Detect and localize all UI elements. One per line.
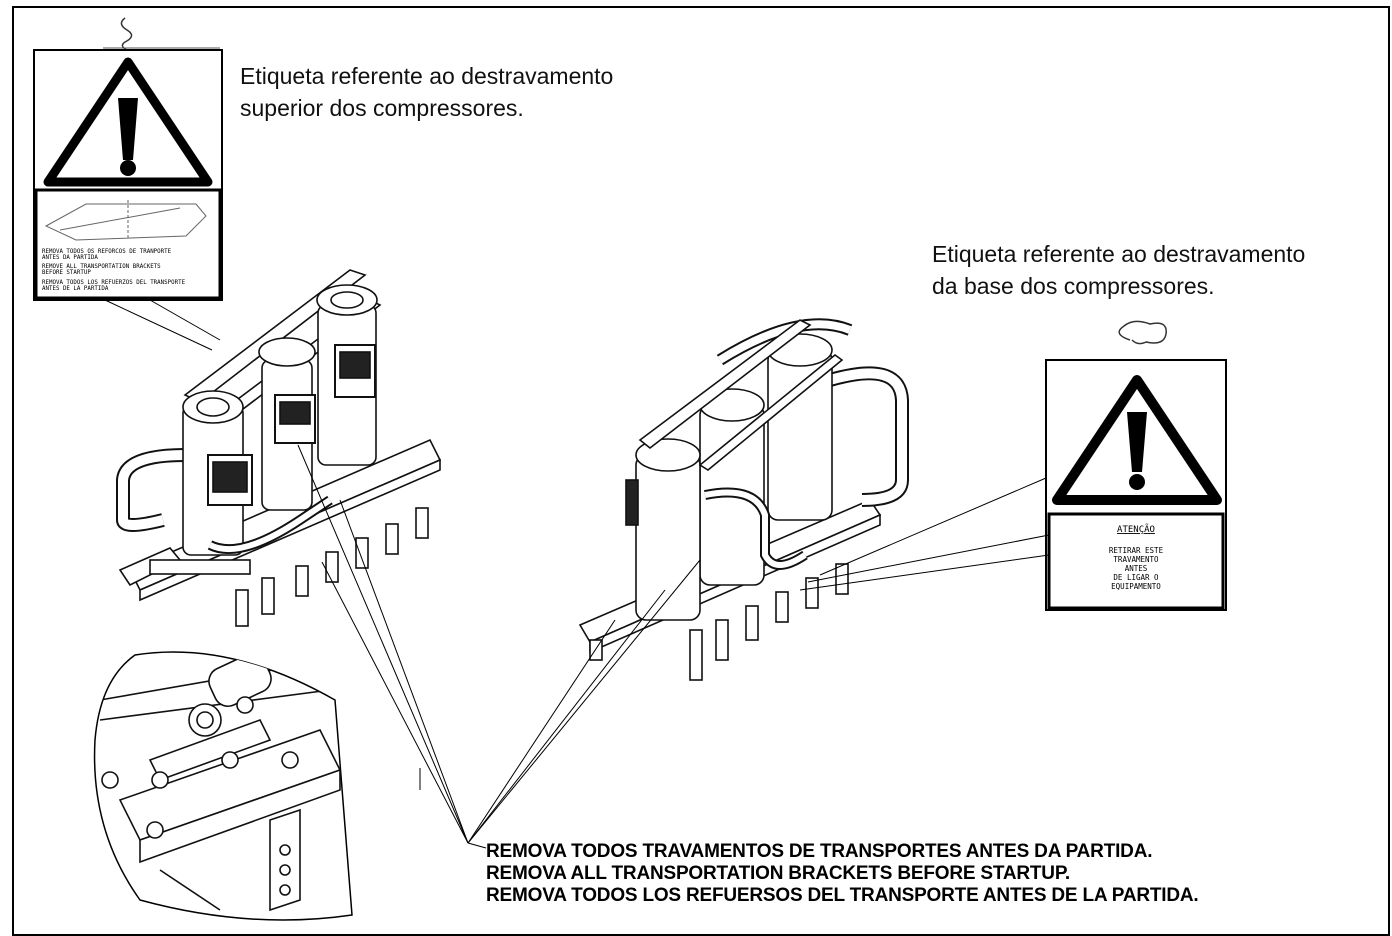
label-right-heading: ATENÇÃO — [1117, 524, 1155, 535]
callout-top-line2: superior dos compressores. — [240, 95, 524, 121]
label-top-line4: BEFORE STARTUP — [42, 270, 91, 276]
label-right-line5: EQUIPAMENTO — [1111, 582, 1161, 591]
bracket-detail-view — [93, 651, 353, 921]
bottom-note-line3: REMOVA TODOS LOS REFUERSOS DEL TRANSPORT… — [486, 885, 1199, 906]
label-right-line4: DE LIGAR O — [1113, 573, 1159, 582]
bottom-instruction-note: REMOVA TODOS TRAVAMENTOS DE TRANSPORTES … — [486, 841, 1199, 907]
warning-triangle-icon — [1052, 375, 1222, 505]
warning-triangle-icon — [43, 57, 213, 187]
label-top-line2: ANTES DA PARTIDA — [42, 255, 98, 261]
bottom-note-line2: REMOVA ALL TRANSPORTATION BRACKETS BEFOR… — [486, 863, 1070, 884]
exclamation-icon — [1127, 412, 1147, 472]
callout-top-text: Etiqueta referente ao destravamento supe… — [240, 60, 613, 124]
label-right-line2: TRAVAMENTO — [1113, 555, 1159, 564]
callout-right-text: Etiqueta referente ao destravamento da b… — [932, 238, 1305, 302]
leader-lines-bottom — [297, 444, 701, 849]
label-right-line1: RETIRAR ESTE — [1109, 546, 1164, 555]
label-top-line3: REMOVE ALL TRANSPORTATION BRACKETS — [42, 264, 161, 270]
callout-top-line1: Etiqueta referente ao destravamento — [240, 63, 614, 89]
exclamation-icon — [118, 98, 138, 160]
compressor-assembly-left — [116, 269, 442, 627]
warning-label-top: REMOVA TODOS OS REFORCOS DE TRANPORTE AN… — [33, 17, 223, 351]
callout-right-line2: da base dos compressores. — [932, 273, 1215, 299]
label-top-line1: REMOVA TODOS OS REFORCOS DE TRANPORTE — [42, 249, 172, 255]
warning-label-right: ATENÇÃO RETIRAR ESTE TRAVAMENTO ANTES DE… — [799, 320, 1227, 611]
label-top-line6: ANTES DE LA PARTIDA — [42, 286, 109, 292]
compressor-assembly-right — [578, 318, 909, 681]
label-top-line5: REMOVA TODOS LOS REFUERZOS DEL TRANSPORT… — [42, 280, 186, 286]
bottom-note-line1: REMOVA TODOS TRAVAMENTOS DE TRANSPORTES … — [486, 841, 1153, 862]
label-right-line3: ANTES — [1125, 564, 1148, 573]
callout-right-line1: Etiqueta referente ao destravamento — [932, 241, 1306, 267]
